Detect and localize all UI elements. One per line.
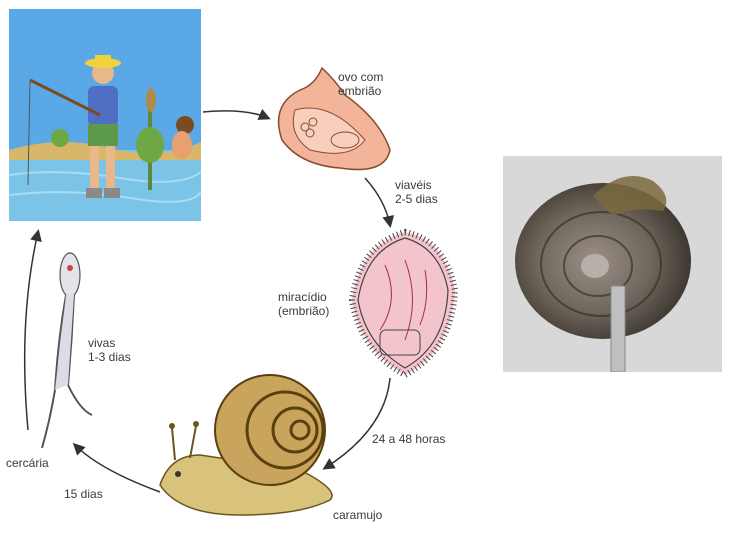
miracidium-illustration (348, 228, 459, 379)
label-alive-line1: vivas (88, 336, 116, 350)
label-viable-line1: viavéis (395, 178, 432, 192)
label-miracidium-line2: (embrião) (278, 304, 330, 318)
label-alive-line2: 1-3 dias (88, 350, 131, 364)
snail-shell-photo (503, 156, 722, 372)
egg-with-embryo-illustration (277, 66, 391, 171)
cercaria-illustration (41, 252, 93, 449)
label-miracidium-line1: miracídio (278, 290, 327, 304)
arrow-to-miracidium (364, 177, 395, 228)
label-15-days: 15 dias (64, 487, 103, 501)
label-cercaria: cercária (6, 456, 49, 470)
arrow-to-host (23, 229, 42, 431)
label-egg-line2: embrião (338, 84, 382, 98)
label-viable-line2: 2-5 dias (395, 192, 438, 206)
arrow-to-egg (202, 108, 271, 120)
arrow-to-cercaria (72, 442, 161, 493)
fisherman-scene-illustration (8, 9, 202, 221)
label-hours: 24 a 48 horas (372, 432, 446, 446)
label-snail: caramujo (333, 508, 383, 522)
snail-illustration (159, 374, 333, 516)
arrow-to-snail (322, 377, 391, 470)
label-egg-line1: ovo com (338, 70, 384, 84)
